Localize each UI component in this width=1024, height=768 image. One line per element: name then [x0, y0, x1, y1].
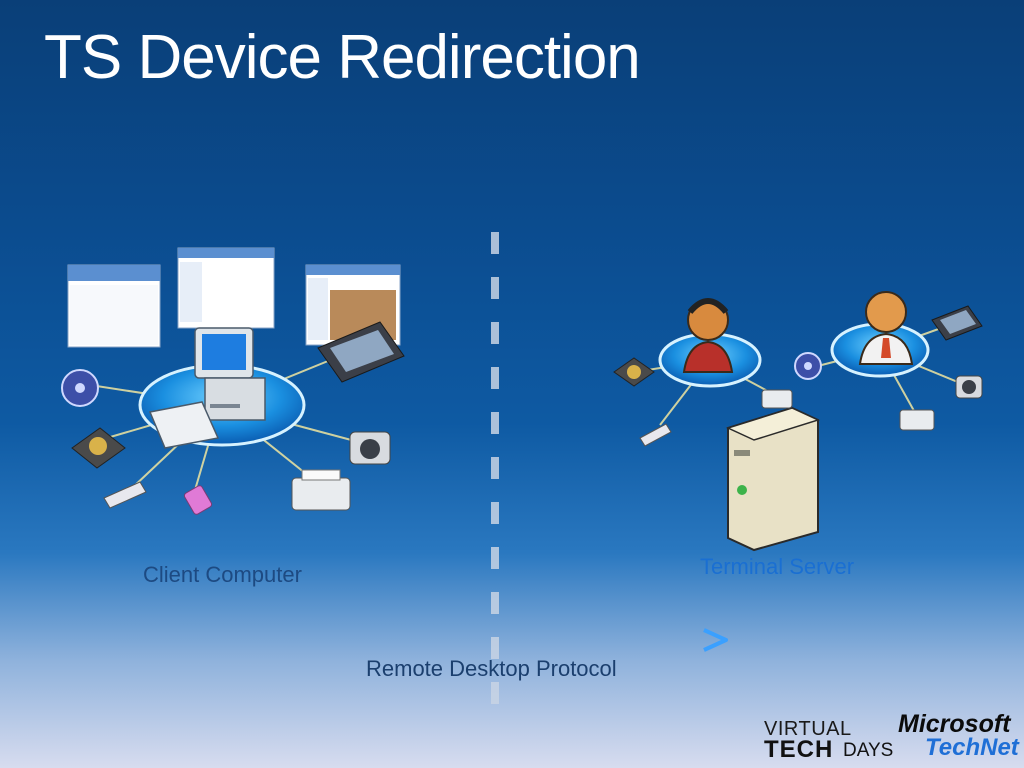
printer-icon [291, 469, 351, 511]
slide-title: TS Device Redirection [44, 23, 641, 92]
usb-stick-icon [103, 481, 147, 509]
microsoft-logo: Microsoft [898, 710, 1011, 738]
usb-stick-icon [639, 423, 672, 447]
camera-icon [955, 375, 983, 399]
explorer-window-icon [177, 247, 275, 329]
virtual-techdays-logo-days: DAYS [843, 740, 894, 761]
desktop-computer-icon [194, 327, 266, 421]
client-computer-label: Client Computer [143, 562, 302, 587]
hard-drive-icon [613, 357, 655, 387]
rdp-label: Remote Desktop Protocol [366, 656, 617, 681]
word-window-icon [67, 264, 161, 348]
hard-drive-icon [71, 427, 126, 469]
rdp-arrow [304, 628, 728, 652]
network-divider [491, 232, 499, 704]
virtual-techdays-logo-tech: TECH [764, 736, 834, 763]
printer-icon [761, 389, 793, 409]
keyboard-icon [148, 401, 220, 449]
server-tower-icon [725, 406, 821, 552]
smart-card-reader-icon [183, 485, 213, 515]
technet-logo: TechNet [925, 734, 1019, 761]
pda-icon [931, 305, 983, 341]
dvd-icon [61, 369, 99, 407]
user-icon [858, 291, 914, 365]
printer-icon [899, 409, 935, 431]
pda-icon [317, 321, 405, 383]
dvd-icon [794, 352, 822, 380]
terminal-server-label: Terminal Server [700, 554, 855, 579]
virtual-techdays-logo-virtual: VIRTUAL [764, 718, 852, 740]
camera-icon [349, 431, 391, 465]
user-icon [682, 298, 734, 373]
